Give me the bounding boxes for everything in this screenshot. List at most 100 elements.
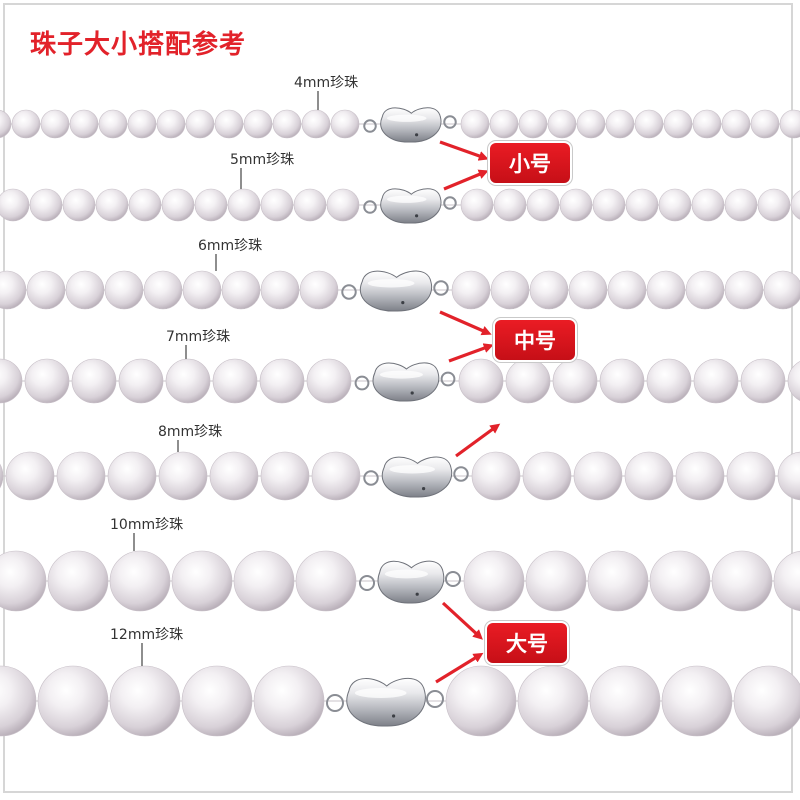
pearl: [299, 270, 339, 310]
pearl: [589, 665, 661, 737]
pearl: [568, 270, 608, 310]
red-arrow-icon: [439, 140, 489, 161]
pearl: [128, 188, 162, 222]
pearl: [69, 109, 99, 139]
pearl: [529, 270, 569, 310]
pearl: [221, 270, 261, 310]
pearl: [658, 188, 692, 222]
pearl: [518, 109, 548, 139]
red-arrow-icon: [435, 652, 484, 684]
pearl: [95, 188, 129, 222]
clasp-jump-ring-right: [453, 466, 469, 482]
pearl: [576, 109, 606, 139]
red-arrow-icon: [455, 423, 501, 458]
pearl: [330, 109, 360, 139]
pearl-strand-4mm: [0, 91, 800, 143]
clasp-icon: [381, 456, 453, 498]
page-title: 珠子大小搭配参考: [30, 30, 247, 60]
clasp-hole: [415, 592, 419, 596]
red-arrow-icon: [448, 343, 494, 363]
pearl: [182, 270, 222, 310]
pearl: [559, 188, 593, 222]
pearl: [194, 188, 228, 222]
clasp-icon: [372, 362, 440, 402]
clasp-jump-ring-left: [326, 694, 344, 712]
pearl-strand-6mm: [0, 254, 800, 312]
clasp-jump-ring-right: [443, 115, 457, 129]
pearl: [214, 109, 244, 139]
pearl: [161, 188, 195, 222]
pearl: [185, 109, 215, 139]
pearl-strand-8mm: [0, 440, 800, 501]
clasp-icon: [377, 560, 445, 604]
pearl: [493, 188, 527, 222]
red-arrow-icon: [439, 310, 492, 336]
pearl: [661, 665, 733, 737]
pearl: [243, 109, 273, 139]
pearl: [763, 270, 800, 310]
clasp-jump-ring-right: [433, 280, 449, 296]
pearl: [685, 270, 725, 310]
pearl: [209, 451, 259, 501]
size-label-4mm: 4mm珍珠: [294, 75, 359, 91]
pearl: [0, 463, 4, 489]
pearl: [62, 188, 96, 222]
clasp-jump-ring-left: [354, 375, 370, 391]
pearl: [573, 451, 623, 501]
pearl: [458, 358, 504, 404]
pearl: [253, 665, 325, 737]
pearl: [587, 550, 649, 612]
pearl: [0, 110, 12, 138]
clasp-jump-ring-left: [363, 470, 379, 486]
pearl: [26, 270, 66, 310]
clasp-hole: [401, 301, 405, 305]
pearl: [0, 270, 27, 310]
clasp-jump-ring-right: [426, 690, 444, 708]
pearl: [104, 270, 144, 310]
clasp-highlight: [384, 569, 428, 579]
pearl: [0, 358, 23, 404]
badge-medium: 中号: [495, 320, 575, 360]
pearl: [65, 270, 105, 310]
size-label-5mm: 5mm珍珠: [230, 152, 295, 168]
pearl: [599, 358, 645, 404]
pearl: [740, 358, 786, 404]
clasp-highlight: [386, 114, 427, 122]
pearl: [547, 109, 577, 139]
pearl: [724, 188, 758, 222]
size-label-10mm: 10mm珍珠: [110, 517, 184, 533]
pearl: [607, 270, 647, 310]
pearl: [24, 358, 70, 404]
pearl: [646, 270, 686, 310]
clasp-highlight: [367, 279, 415, 288]
pearl: [505, 358, 551, 404]
pearl: [0, 188, 30, 222]
pearl: [326, 188, 360, 222]
pearl: [233, 550, 295, 612]
clasp-highlight: [386, 195, 427, 203]
pearl: [40, 109, 70, 139]
pearl: [306, 358, 352, 404]
pearl: [212, 358, 258, 404]
pearl: [605, 109, 635, 139]
pearl: [750, 109, 780, 139]
pearl: [56, 451, 106, 501]
pearl: [0, 550, 47, 612]
pearl: [526, 188, 560, 222]
pearl: [107, 451, 157, 501]
pearl: [663, 109, 693, 139]
pearl: [29, 188, 63, 222]
pearl: [293, 188, 327, 222]
pearl: [71, 358, 117, 404]
pearl: [625, 188, 659, 222]
pearl: [692, 109, 722, 139]
pearl: [118, 358, 164, 404]
pearl: [451, 270, 491, 310]
pearl: [592, 188, 626, 222]
pearl: [259, 358, 305, 404]
pearl: [726, 451, 776, 501]
clasp-hole: [422, 487, 426, 491]
pearl-strand-10mm: [0, 533, 800, 612]
pearl: [127, 109, 157, 139]
pearl: [522, 451, 572, 501]
